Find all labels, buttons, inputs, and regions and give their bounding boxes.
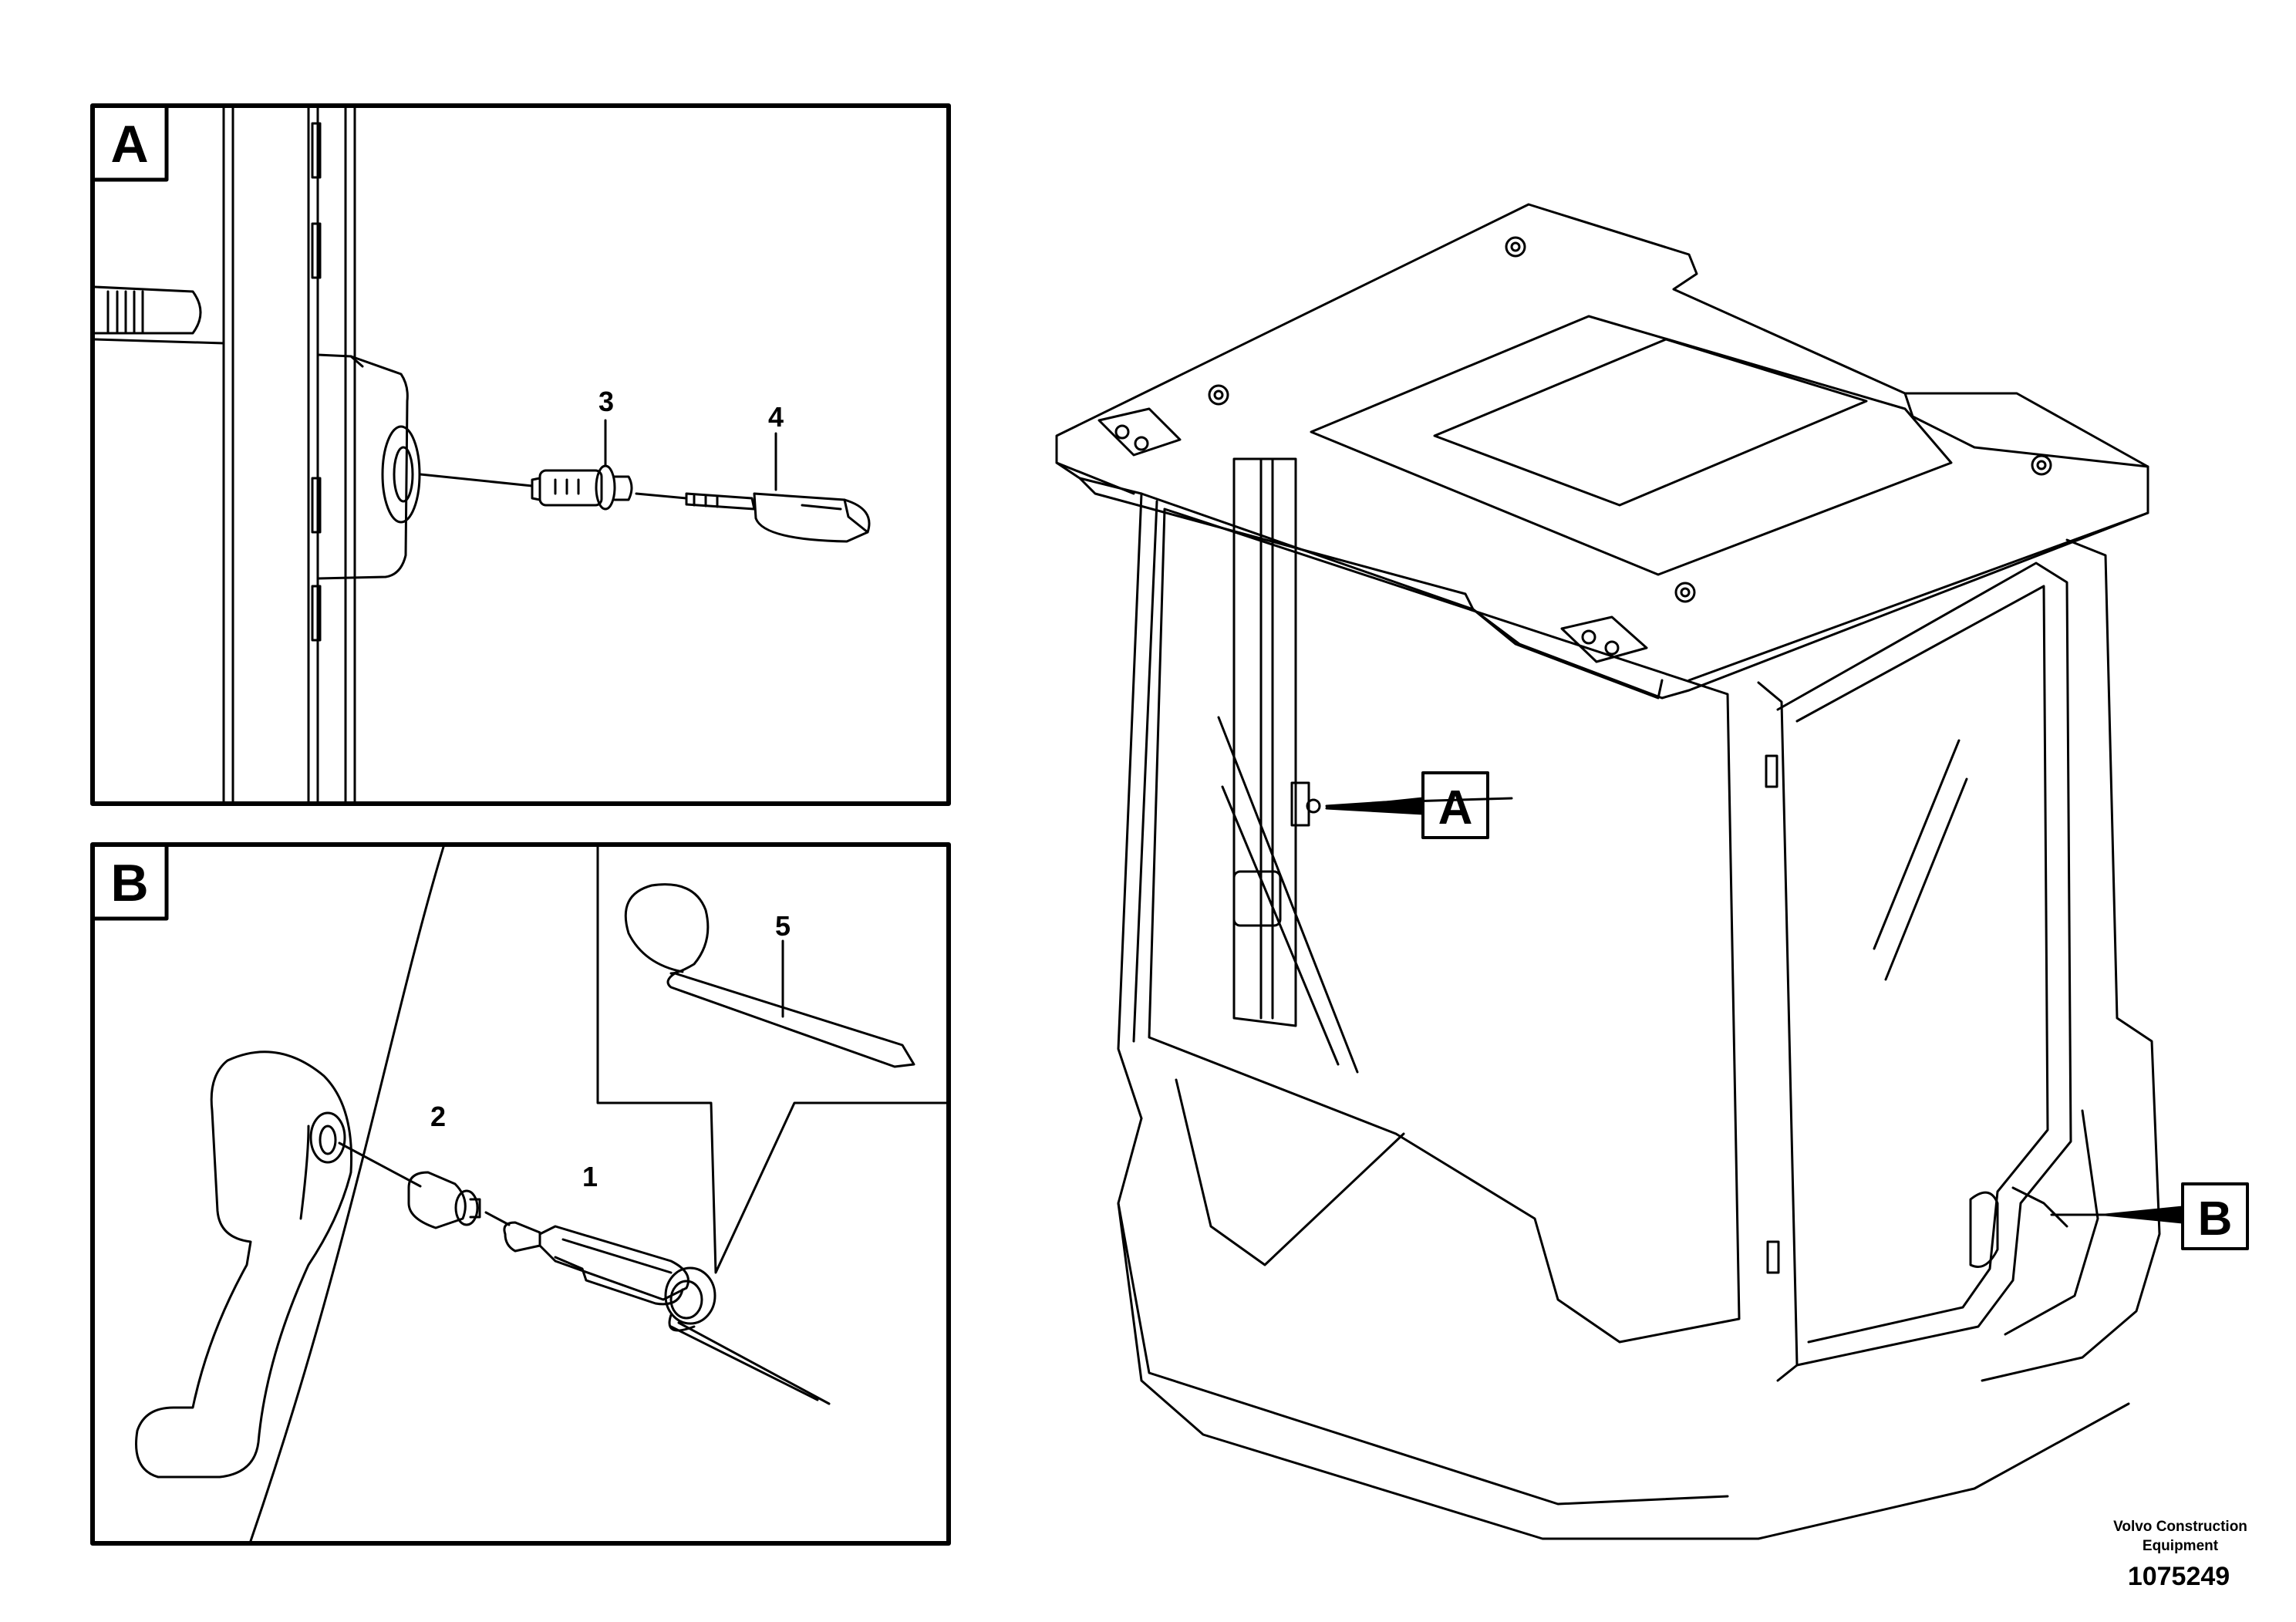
callout-part-1: 1 [582, 1161, 598, 1192]
callout-part-3: 3 [598, 386, 614, 417]
cab-marker-b: B [2198, 1192, 2233, 1246]
panel-a-letter: A [110, 115, 148, 174]
cab-illustration [1055, 203, 2180, 1540]
cab-marker-a-box [1421, 771, 1489, 839]
drawing-number: 1075249 [2128, 1562, 2230, 1591]
detail-panel-b [90, 842, 951, 1546]
cab-marker-a: A [1438, 781, 1473, 835]
callout-part-4: 4 [768, 401, 784, 433]
panel-b-letter-box [90, 842, 169, 921]
callout-part-5: 5 [775, 910, 791, 942]
callout-part-2: 2 [430, 1101, 446, 1132]
cab-marker-b-box [2181, 1182, 2249, 1250]
detail-panel-a [90, 103, 951, 806]
panel-a-letter-box [90, 103, 169, 182]
company-name-line1: Volvo Construction [2113, 1519, 2247, 1535]
company-name-line2: Equipment [2143, 1538, 2219, 1554]
panel-b-letter: B [110, 854, 148, 912]
